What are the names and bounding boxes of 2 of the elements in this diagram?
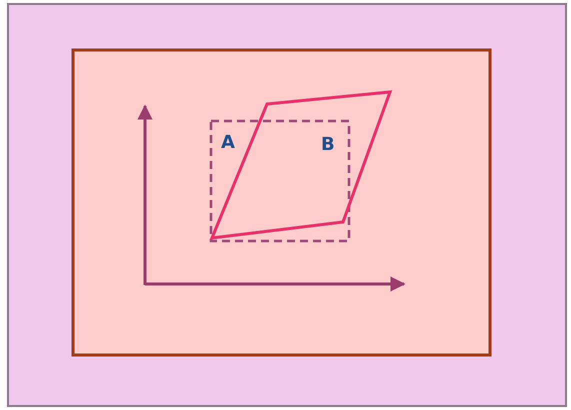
point-label: A: [221, 133, 235, 153]
point-label: B: [321, 135, 335, 155]
